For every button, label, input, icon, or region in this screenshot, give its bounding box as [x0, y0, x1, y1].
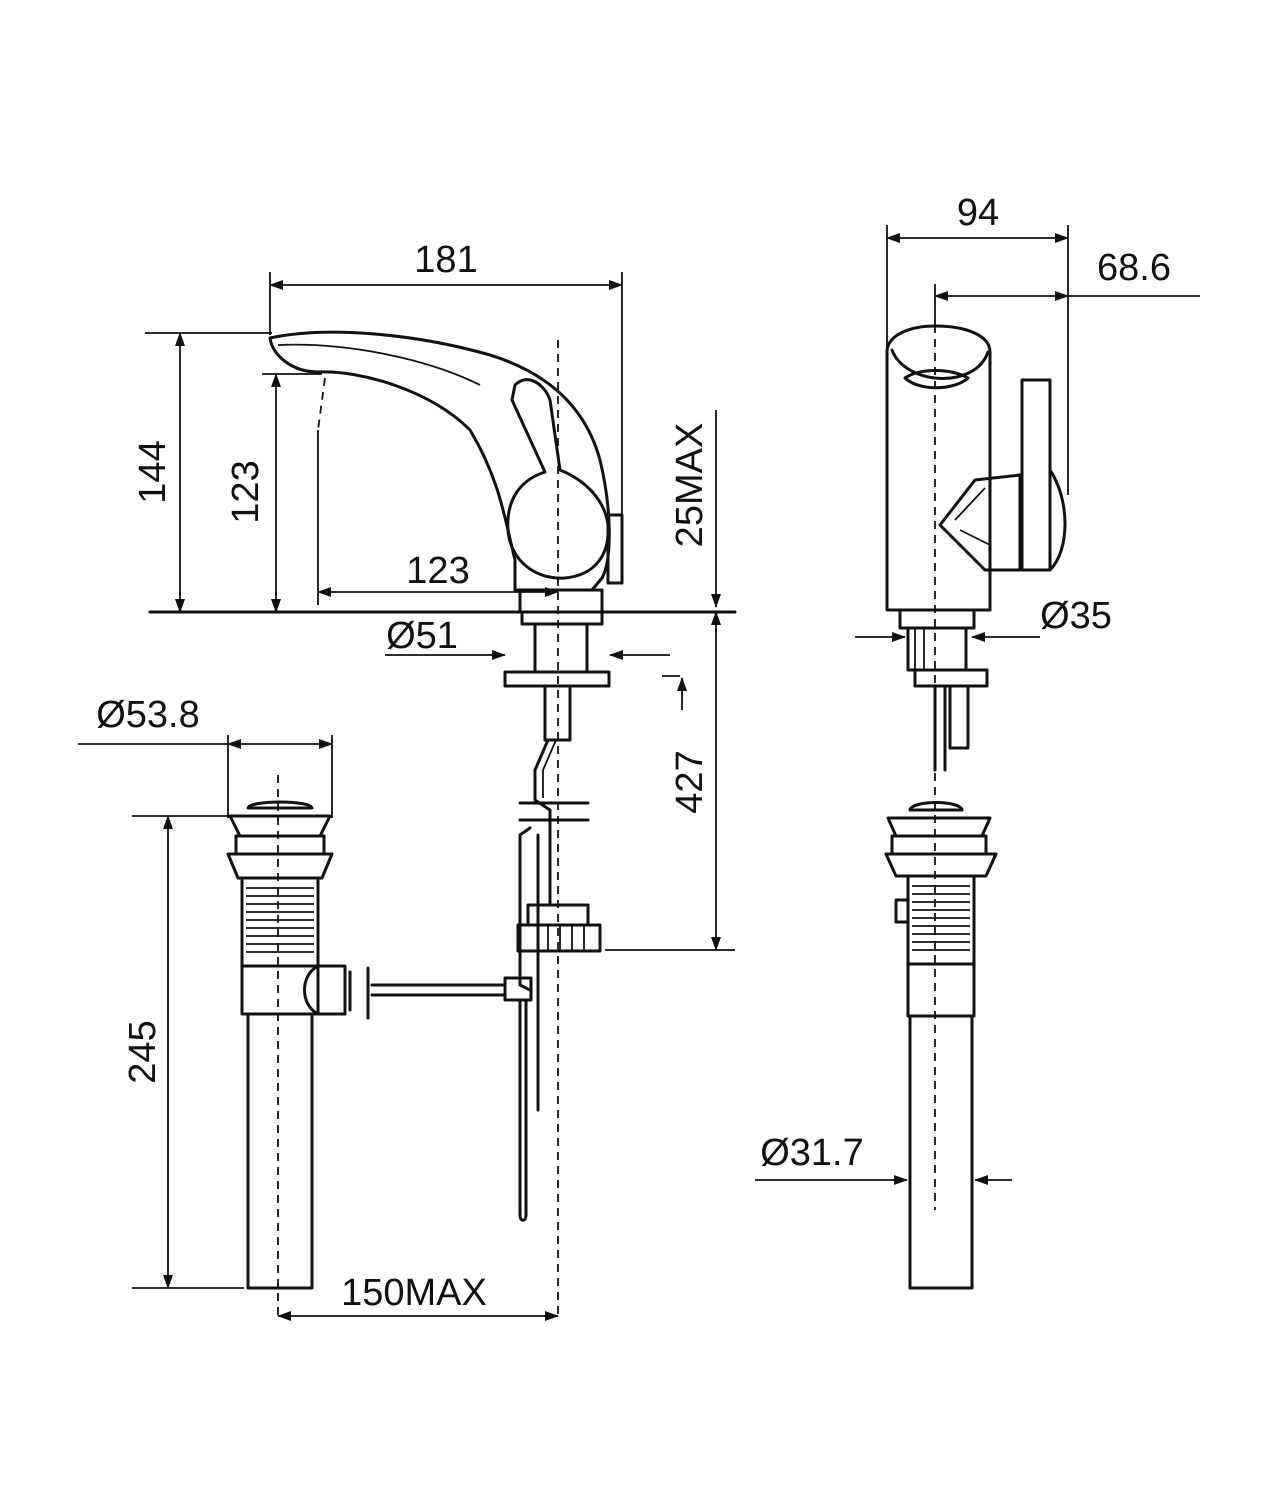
front-mounting-nut: [913, 668, 989, 688]
drain-stopper: [246, 800, 314, 810]
dimension-labels: 181 144 123 123 25MAX Ø51 427 Ø53.8 245 …: [96, 192, 1171, 1314]
front-handle-hub: [938, 473, 1022, 572]
front-drain-flange: [886, 816, 992, 838]
faucet-handle: [506, 378, 610, 580]
label-123-reach: 123: [406, 550, 469, 592]
mounting-nut: [503, 670, 611, 688]
label-94: 94: [957, 192, 999, 234]
supply-hose: [533, 738, 552, 907]
front-body: [885, 324, 992, 612]
shank-top: [520, 610, 604, 626]
drain-pivot-port: [303, 964, 347, 1016]
front-tailpiece: [908, 1014, 974, 1290]
lock-nut: [516, 923, 602, 953]
faucet-base: [518, 588, 604, 614]
front-shank: [906, 626, 968, 672]
label-181: 181: [414, 239, 477, 281]
lift-rod: [518, 998, 528, 1222]
front-handle-lever: [1020, 378, 1052, 572]
front-view-faucet: [884, 324, 1067, 1290]
label-150max: 150MAX: [341, 1272, 487, 1314]
pop-up-drain: [226, 775, 352, 1320]
label-d53-8: Ø53.8: [96, 694, 200, 736]
shank: [533, 622, 589, 674]
faucet-spout: [268, 330, 611, 592]
dimension-lines: [78, 225, 1200, 1321]
label-68-6: 68.6: [1097, 247, 1171, 289]
label-d51: Ø51: [386, 615, 458, 657]
label-123-height: 123: [225, 460, 267, 523]
cartridge-cap: [606, 513, 624, 585]
drain-flange: [228, 814, 332, 838]
label-d31-7: Ø31.7: [760, 1132, 864, 1174]
drain-tailpiece: [246, 1012, 314, 1290]
label-d35: Ø35: [1040, 595, 1112, 637]
label-245: 245: [122, 1020, 164, 1083]
label-25max: 25MAX: [669, 423, 711, 548]
label-427: 427: [669, 750, 711, 813]
label-144: 144: [132, 440, 174, 503]
side-view-faucet: [148, 330, 737, 1320]
